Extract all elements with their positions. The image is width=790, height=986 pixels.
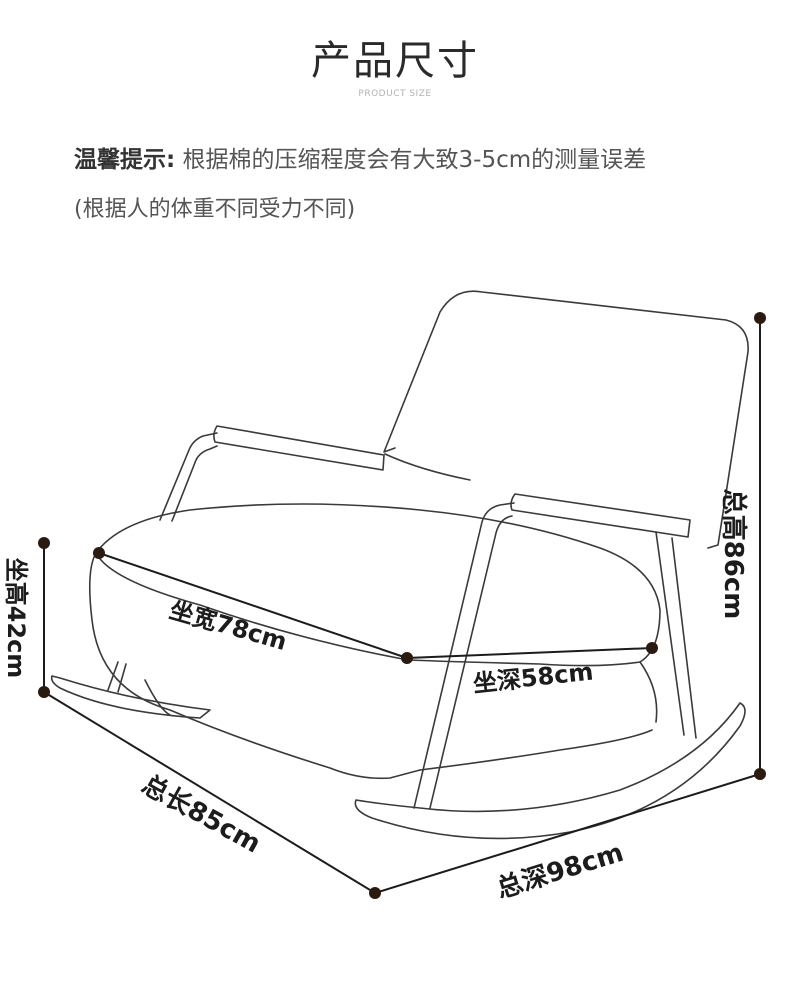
right-arm-frame-front: [413, 502, 515, 809]
left-arm-frame: [159, 432, 218, 522]
notice-note: (根据人的体重不同受力不同): [74, 197, 356, 222]
right-armrest: [510, 493, 691, 538]
notice-text: 根据棉的压缩程度会有大致3-5cm的测量误差: [182, 147, 647, 173]
seat-height-label: 坐高42cm: [2, 558, 30, 679]
total-length-line: [43, 691, 376, 894]
left-leg: [107, 661, 127, 693]
left-armrest: [213, 425, 385, 471]
backrest: [383, 290, 749, 549]
total-depth-line: [374, 773, 761, 894]
marker-dot: [754, 768, 766, 780]
notice-line: 温馨提示: 根据棉的压缩程度会有大致3-5cm的测量误差: [74, 140, 646, 174]
backrest-inner: [384, 453, 471, 481]
right-arm-frame-back: [655, 531, 697, 739]
marker-dot: [369, 887, 381, 899]
seat-width-line: [98, 552, 408, 659]
chair-illustration: [50, 290, 749, 840]
marker-dot: [38, 686, 50, 698]
seat-depth-label: 坐深58cm: [472, 658, 595, 698]
page-subtitle: PRODUCT SIZE: [358, 89, 432, 99]
total-depth-label: 总深98cm: [493, 838, 627, 905]
dimension-lines: [43, 317, 761, 894]
notice-label: 温馨提示:: [74, 147, 176, 173]
seat-cushion-top: [95, 503, 661, 667]
total-height-label: 总高86cm: [718, 489, 749, 620]
seat-cushion-bottom: [419, 729, 653, 771]
marker-dot: [401, 652, 413, 664]
marker-dot: [38, 537, 50, 549]
dimension-markers: [38, 312, 766, 899]
left-leg-rear: [144, 679, 171, 716]
left-rocker: [50, 675, 211, 719]
marker-dot: [754, 312, 766, 324]
marker-dot: [93, 547, 105, 559]
page-title: 产品尺寸: [311, 38, 479, 84]
seat-depth-line: [406, 647, 653, 659]
right-rocker: [354, 702, 746, 840]
seat-width-label: 坐宽78cm: [166, 596, 290, 656]
marker-dot: [646, 642, 658, 654]
